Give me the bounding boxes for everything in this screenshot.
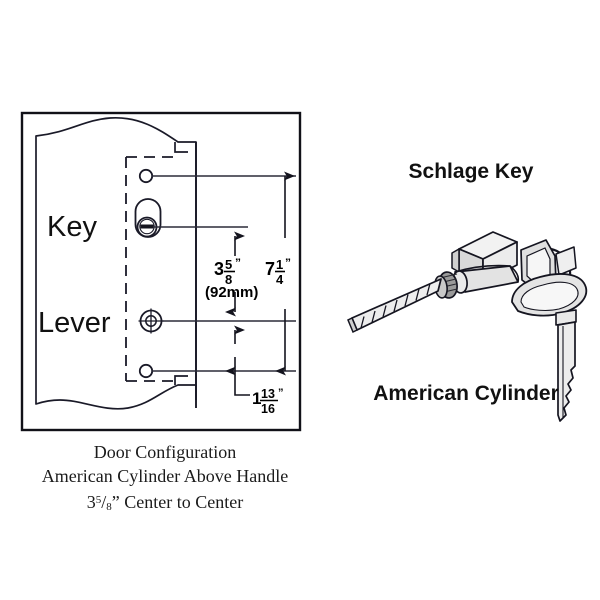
caption-measure-suffix: ” Center to Center <box>111 491 244 512</box>
dim-denominator-8: 8 <box>225 272 232 287</box>
cylinder-panel-subtitle: American Cylinder <box>373 382 559 405</box>
dim-whole-7: 7 <box>265 259 275 279</box>
dim-denominator-4: 4 <box>276 272 284 287</box>
hardware-footprint-dashed <box>125 156 178 382</box>
key-front-bow-inner <box>520 281 579 312</box>
dim-numerator-13: 13 <box>261 387 275 401</box>
key-front-blade <box>557 321 576 422</box>
caption-line-1: Door Configuration <box>93 442 237 462</box>
key-front-shoulder <box>555 309 577 326</box>
dimension-label-overall: 7 1 4 ” <box>265 256 291 287</box>
faceplate-notch-bottom <box>174 375 188 385</box>
tailpiece-notches <box>360 283 431 329</box>
door-panel-outline <box>35 117 197 410</box>
dim-metric-92mm: (92mm) <box>205 284 258 301</box>
keyway-slot <box>140 224 154 229</box>
dim-numerator-5: 5 <box>225 257 232 272</box>
key-upper-blade <box>555 246 577 276</box>
caption-line-3: 35/8” Center to Center <box>86 491 244 513</box>
caption-line-2: American Cylinder Above Handle <box>41 466 289 486</box>
caption-measure-whole: 3 <box>86 491 96 512</box>
dim-unit-inch-1: ” <box>235 256 241 270</box>
cylinder-panel-title: Schlage Key <box>409 160 534 183</box>
label-key: Key <box>47 211 97 243</box>
dim-numerator-1: 1 <box>276 257 283 272</box>
dim-unit-inch-2: ” <box>285 256 291 270</box>
caption-measure-numerator: 5 <box>95 494 102 506</box>
caption-measure-denominator: 8 <box>106 500 112 513</box>
cylinder-tailpiece-bar <box>351 278 442 331</box>
cylinder-barrel-face-ellipse <box>509 265 520 283</box>
dimension-label-lever-to-bottom: 1 13 16 ” <box>252 387 284 416</box>
leader-line-lever-to-bottom <box>234 371 250 396</box>
faceplate-notch-top <box>174 142 188 153</box>
dim-whole-1: 1 <box>252 389 261 408</box>
dim-whole-3: 3 <box>214 259 224 279</box>
dim-unit-inch-3: ” <box>278 387 284 399</box>
cylinder-housing-left-bevel <box>451 248 460 273</box>
dimension-label-key-to-lever: 3 5 8 ” (92mm) <box>205 256 258 301</box>
tailpiece-end-cap <box>347 316 358 334</box>
door-configuration-caption: Door Configuration American Cylinder Abo… <box>10 440 320 519</box>
dim-denominator-16: 16 <box>261 402 275 416</box>
label-lever: Lever <box>38 307 111 339</box>
